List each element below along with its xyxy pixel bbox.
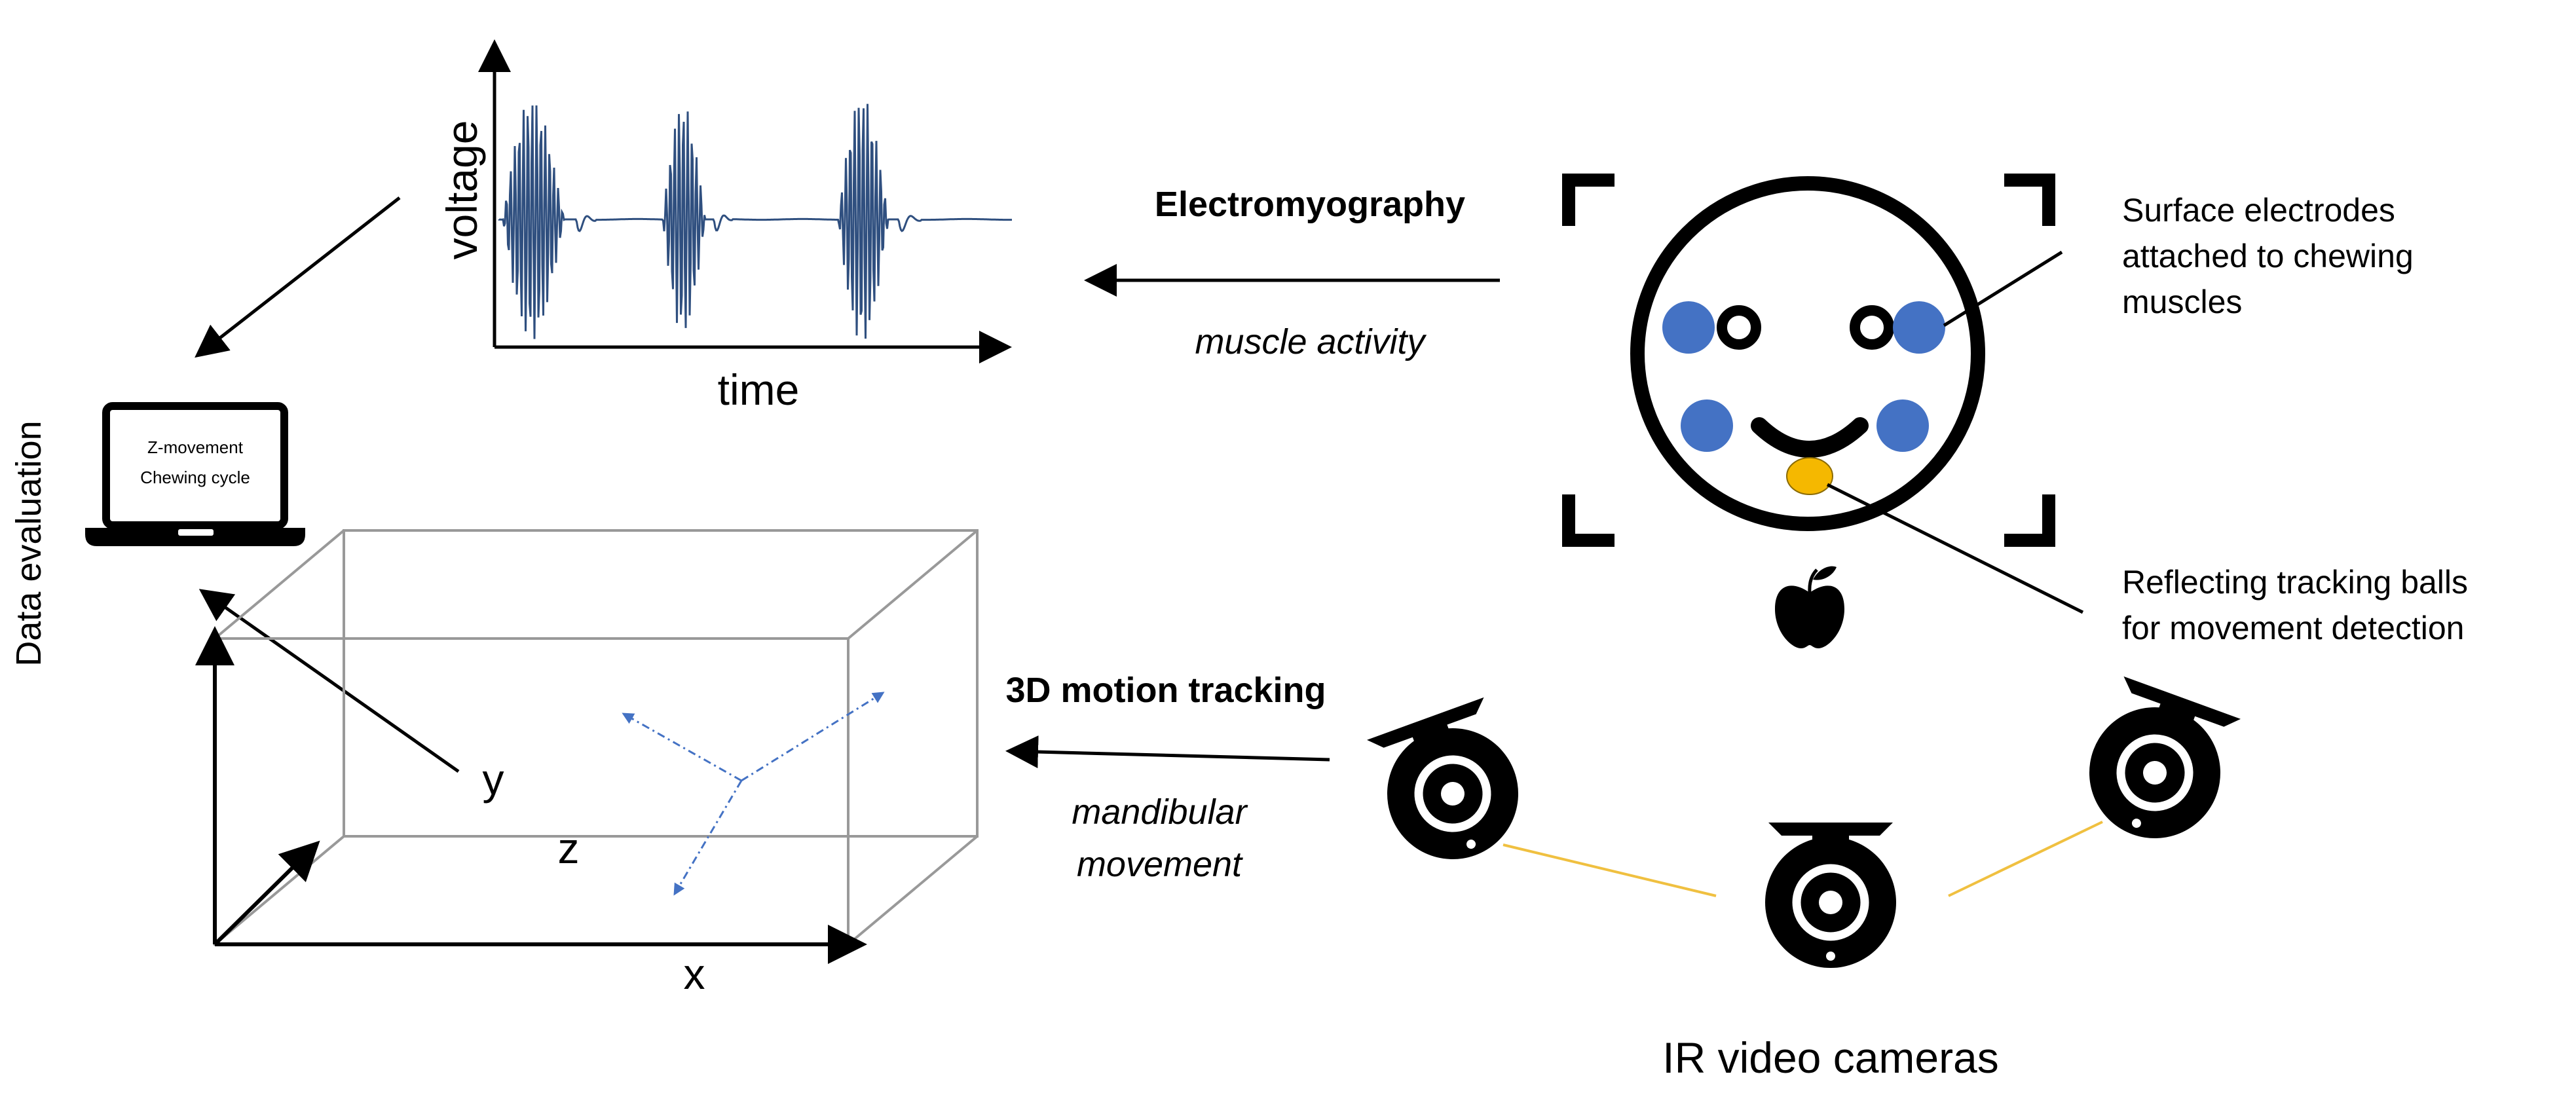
surface-electrodes-line-1: Surface electrodes (2122, 192, 2395, 229)
laptop-screen-line-1: Z-movement (147, 437, 244, 457)
arrow-emg-to-laptop (195, 196, 401, 358)
electrode-upper-left (1662, 301, 1715, 354)
motion-vectors (622, 692, 885, 896)
camera-link-right (1948, 821, 2103, 897)
laptop-icon (85, 402, 305, 546)
camera-icon (2089, 676, 2241, 838)
ir-cameras-label: IR video cameras (1662, 1033, 1999, 1082)
data-evaluation-label: Data evaluation (9, 420, 48, 666)
surface-electrodes-line-2: attached to chewing (2122, 238, 2414, 274)
camera-icon (1765, 823, 1896, 968)
reflecting-balls-line-2: for movement detection (2122, 610, 2465, 646)
tracking-ball-callout-line (1826, 483, 2084, 614)
mandibular-line-1: mandibular (1072, 792, 1248, 832)
electrode-lower-right (1876, 399, 1929, 452)
laptop-screen-line-2: Chewing cycle (140, 468, 250, 487)
muscle-activity-label: muscle activity (1195, 322, 1427, 361)
cube-z-axis (213, 840, 320, 946)
camera-link-left (1503, 843, 1717, 897)
arrow-motion-to-laptop (198, 589, 460, 773)
electrode-callout-line (1943, 250, 2063, 327)
mandibular-line-2: movement (1077, 845, 1243, 884)
electrode-upper-right (1893, 301, 1945, 354)
axis-x-label: x (684, 950, 705, 998)
voltage-axis-label: voltage (438, 120, 486, 260)
reflecting-balls-line-1: Reflecting tracking balls (2122, 564, 2468, 601)
electromyography-label: Electromyography (1155, 185, 1465, 224)
time-axis-label: time (718, 365, 800, 414)
arrow-cameras-to-motion (1005, 735, 1330, 769)
tracking-ball (1786, 457, 1833, 495)
surface-electrodes-line-3: muscles (2122, 284, 2242, 320)
axis-z-label: z (558, 824, 580, 872)
electrode-lower-left (1681, 399, 1733, 452)
motion-cube (214, 529, 979, 946)
apple-icon (1775, 566, 1844, 648)
axis-y-label: y (483, 755, 504, 804)
camera-icon (1367, 697, 1518, 859)
motion-tracking-label: 3D motion tracking (1005, 671, 1326, 710)
emg-signal-trace (498, 103, 1012, 339)
